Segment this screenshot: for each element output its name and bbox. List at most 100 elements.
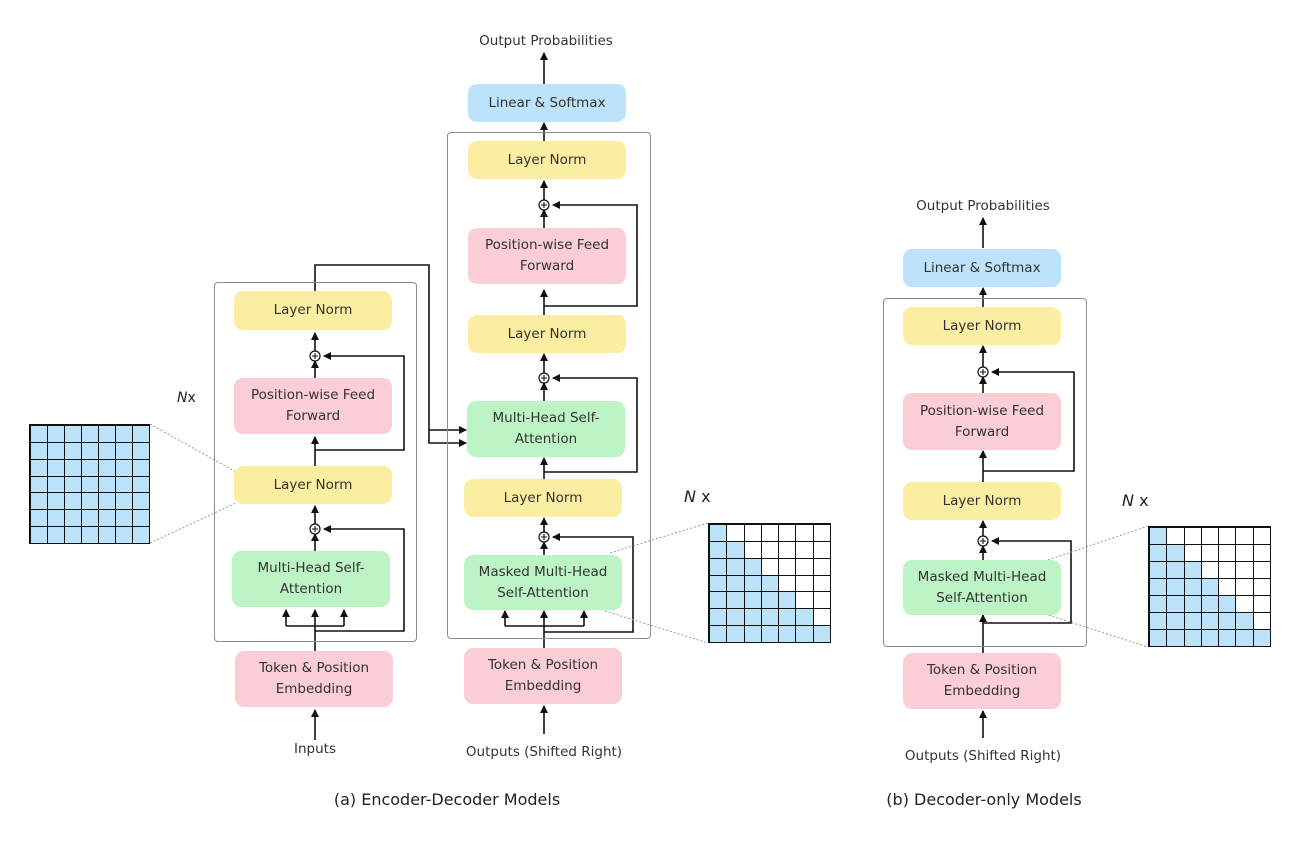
mask-cell xyxy=(1253,528,1271,545)
mask-cell xyxy=(813,558,831,576)
mask-cell xyxy=(1253,613,1271,630)
mask-cell xyxy=(31,442,48,460)
decoder-block-frame xyxy=(447,132,651,639)
dec-only-layer-norm-2: Layer Norm xyxy=(903,307,1061,345)
mask-cell xyxy=(116,459,133,477)
mask-cell xyxy=(710,575,728,593)
mask-cell xyxy=(796,575,814,593)
dec-only-output-label: Output Probabilities xyxy=(916,198,1050,214)
dec-only-repeat-x: x xyxy=(1139,491,1149,510)
dec-repeat-x: x xyxy=(701,487,711,506)
mask-cell xyxy=(761,525,780,542)
mask-cell xyxy=(31,527,48,544)
mask-cell xyxy=(82,459,99,477)
causal-attention-mask-a xyxy=(708,523,831,643)
mask-cell xyxy=(99,510,116,528)
mask-cell xyxy=(796,558,814,576)
mask-cell xyxy=(31,510,48,528)
enc-embedding: Token & Position Embedding xyxy=(235,651,393,707)
mask-cell xyxy=(744,575,762,593)
dec-layer-norm-2: Layer Norm xyxy=(468,315,626,353)
mask-cell xyxy=(727,525,745,542)
mask-cell xyxy=(48,459,65,477)
mask-cell xyxy=(31,459,48,477)
mask-cell xyxy=(727,575,745,593)
mask-cell xyxy=(133,442,150,460)
mask-cell xyxy=(116,510,133,528)
dec-embedding: Token & Position Embedding xyxy=(464,648,622,704)
mask-cell xyxy=(82,476,99,494)
mask-cell xyxy=(744,626,762,643)
mask-cell xyxy=(1201,579,1220,596)
mask-cell xyxy=(1150,630,1168,647)
mask-cell xyxy=(1236,596,1254,613)
mask-cell xyxy=(744,592,762,610)
mask-cell xyxy=(1201,562,1220,579)
mask-cell xyxy=(813,626,831,643)
mask-cell xyxy=(116,493,133,511)
enc-layer-norm-1: Layer Norm xyxy=(234,466,392,504)
mask-cell xyxy=(727,592,745,610)
mask-cell xyxy=(710,609,728,627)
enc-repeat-x: x xyxy=(187,390,196,406)
mask-cell xyxy=(779,558,797,576)
enc-repeat-label: Nx xyxy=(177,390,196,406)
dec-only-input-label: Outputs (Shifted Right) xyxy=(904,748,1062,764)
mask-cell xyxy=(1167,613,1185,630)
mask-cell xyxy=(727,541,745,559)
causal-attention-mask-b xyxy=(1148,526,1271,647)
mask-cell xyxy=(761,558,780,576)
caption-decoder-only: (b) Decoder-only Models xyxy=(886,790,1082,809)
mask-cell xyxy=(133,476,150,494)
mask-cell xyxy=(710,541,728,559)
mask-cell xyxy=(65,476,82,494)
dec-only-repeat-label: N x xyxy=(1122,491,1149,510)
mask-cell xyxy=(99,493,116,511)
dec-only-residual-1 xyxy=(983,537,1072,624)
mask-cell xyxy=(761,575,780,593)
mask-cell xyxy=(813,541,831,559)
mask-cell xyxy=(116,426,133,443)
mask-cell xyxy=(48,476,65,494)
dec-only-embedding: Token & Position Embedding xyxy=(903,653,1061,709)
mask-cell xyxy=(1184,630,1202,647)
mask-cell xyxy=(99,476,116,494)
dec-only-feed-forward: Position-wise Feed Forward xyxy=(903,393,1061,450)
mask-cell xyxy=(1219,545,1237,562)
mask-cell xyxy=(1236,545,1254,562)
mask-cell xyxy=(1219,579,1237,596)
mask-cell xyxy=(1201,596,1220,613)
mask-cell xyxy=(761,609,780,627)
dec-residual-2 xyxy=(544,374,638,473)
mask-cell xyxy=(99,459,116,477)
mask-cell xyxy=(116,442,133,460)
mask-cell xyxy=(1201,613,1220,630)
enc-dec-output-label: Output Probabilities xyxy=(479,33,613,49)
mask-cell xyxy=(48,510,65,528)
mask-cell xyxy=(813,609,831,627)
mask-cell xyxy=(133,426,150,443)
caption-encoder-decoder: (a) Encoder-Decoder Models xyxy=(333,790,561,809)
mask-cell xyxy=(1167,630,1185,647)
enc-repeat-n: N xyxy=(177,390,188,406)
mask-cell xyxy=(1184,545,1202,562)
mask-cell xyxy=(761,541,780,559)
mask-cell xyxy=(99,527,116,544)
mask-cell xyxy=(48,426,65,443)
mask-cell xyxy=(116,476,133,494)
mask-cell xyxy=(116,527,133,544)
mask-cell xyxy=(779,626,797,643)
mask-cell xyxy=(779,541,797,559)
mask-cell xyxy=(710,558,728,576)
mask-cell xyxy=(1167,579,1185,596)
mask-cell xyxy=(727,626,745,643)
mask-cell xyxy=(1201,528,1220,545)
enc-residual-1 xyxy=(315,525,405,632)
dec-residual-1 xyxy=(544,533,634,633)
mask-cell xyxy=(744,558,762,576)
mask-cell xyxy=(813,525,831,542)
enc-inputs-label: Inputs xyxy=(294,741,336,757)
mask-cell xyxy=(796,541,814,559)
mask-cell xyxy=(1236,579,1254,596)
